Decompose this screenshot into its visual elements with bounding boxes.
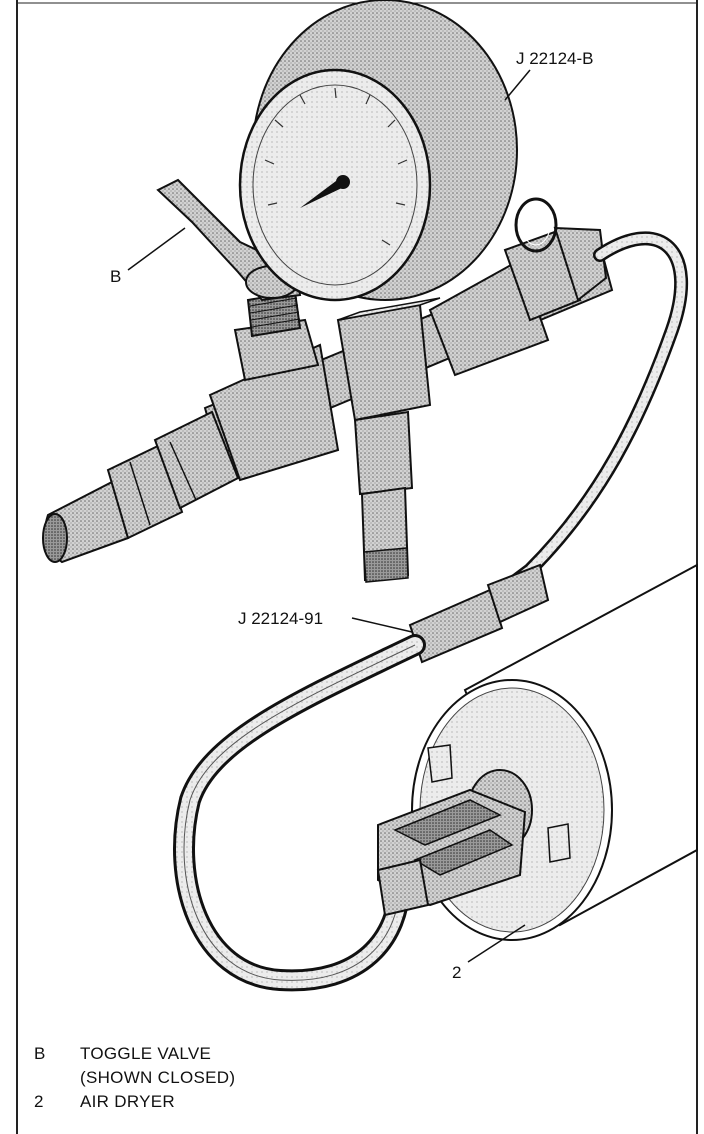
air-dryer (376, 563, 698, 941)
legend-row-air-dryer: 2 AIR DRYER (34, 1090, 235, 1114)
callout-gauge-tool: J 22124-B (504, 49, 594, 101)
legend-key: 2 (34, 1092, 44, 1111)
legend-row-toggle-valve: B TOGGLE VALVE (SHOWN CLOSED) (34, 1042, 235, 1090)
callout-toggle-valve: B (110, 227, 186, 286)
callout-air-dryer-label: 2 (452, 963, 461, 982)
callout-air-dryer: 2 (452, 924, 526, 982)
callout-hose-adapter: J 22124-91 (238, 609, 413, 633)
adapter-hose-assembly (173, 563, 550, 992)
legend-text: AIR DRYER (80, 1092, 175, 1111)
callout-gauge-tool-label: J 22124-B (516, 49, 594, 68)
callout-toggle-valve-label: B (110, 267, 121, 286)
legend: B TOGGLE VALVE (SHOWN CLOSED) 2 AIR DRYE… (34, 1042, 235, 1114)
legend-text: (SHOWN CLOSED) (80, 1068, 236, 1087)
gauge-tool-assembly (42, 0, 689, 607)
callout-hose-adapter-label: J 22124-91 (238, 609, 323, 628)
legend-text: TOGGLE VALVE (80, 1044, 212, 1063)
legend-key: B (34, 1044, 46, 1063)
